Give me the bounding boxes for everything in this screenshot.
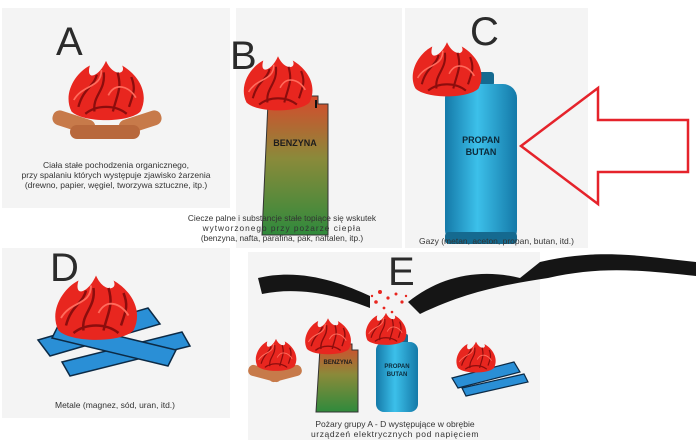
fire-icon [255,338,297,372]
tank-label-bottom: BUTAN [466,147,497,157]
wood-logs-icon [248,364,302,383]
power-cable-icon [258,254,696,314]
caption-line: (drewno, papier, węgiel, tworzywa sztucz… [24,180,208,190]
panel-b-letter: B [230,34,257,78]
tank-label-top: PROPAN [384,364,409,370]
fire-icon [455,341,497,374]
caption-line: przy spalaniu których występuje zjawisko… [21,170,211,180]
caption-line: (benzyna, nafta, parafina, pak, naftalen… [200,233,364,243]
caption-line: Metale (magnez, sód, uran, itd.) [54,400,175,410]
caption-line: wytworzonego przy pożarze ciepła [202,223,362,233]
caption-line: Gazy (metan, aceton, propan, butan, itd.… [419,236,574,246]
panel-a-letter: A [56,20,83,64]
fire-icon [67,59,145,122]
panel-e-caption: Pożary grupy A - D występujące w obrębie… [280,419,510,439]
tank-label-bottom: BUTAN [387,372,408,378]
electric-spark-icon [370,290,408,314]
wood-logs-icon [52,110,162,139]
caption-line: Pożary grupy A - D występujące w obrębie [315,419,475,429]
panel-c-caption: Gazy (metan, aceton, propan, butan, itd.… [405,236,588,246]
panel-e-letter: E [388,250,415,294]
tank-label-top: PROPAN [462,135,500,145]
caption-line: Ciecze palne i substancje stałe topiące … [187,213,377,223]
caption-line: urządzeń elektrycznych pod napięciem [310,429,480,439]
panel-c-letter: C [470,10,499,54]
caption-line: Ciała stałe pochodzenia organicznego, [42,160,189,170]
panel-a-caption: Ciała stałe pochodzenia organicznego, pr… [0,160,232,190]
panel-d-letter: D [50,246,79,290]
gas-tank-icon [445,72,517,244]
fire-icon [304,317,352,355]
fuel-canister-icon [315,343,359,413]
metal-bars-icon [451,361,529,397]
pointer-arrow-icon [518,85,690,207]
canister-label: BENZYNA [273,138,317,148]
canister-label: BENZYNA [323,360,353,366]
panel-b-caption: Ciecze palne i substancje stałe topiące … [166,213,398,243]
panel-d-caption: Metale (magnez, sód, uran, itd.) [10,400,220,410]
fire-icon [365,312,407,346]
